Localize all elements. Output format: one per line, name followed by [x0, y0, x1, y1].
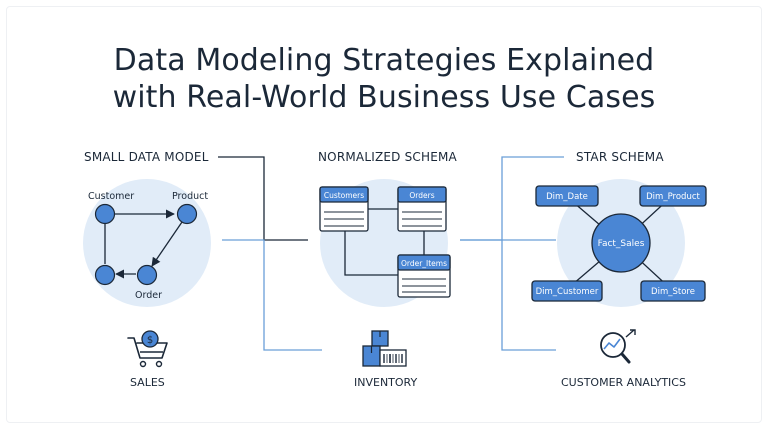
- small-data-model-diagram: Customer Product Order: [83, 179, 211, 307]
- table-label-order-items: Order_Items: [401, 259, 447, 268]
- table-order-items: Order_Items: [397, 254, 451, 298]
- fact-sales-node: [591, 213, 651, 273]
- dim-date-box: [535, 185, 599, 207]
- relation-customers-orderitems: [344, 231, 398, 276]
- use-case-label-customer-analytics: CUSTOMER ANALYTICS: [561, 376, 686, 389]
- node-label-order: Order: [135, 290, 162, 301]
- magnifier-chart-icon: [600, 329, 636, 364]
- svg-text:$: $: [147, 335, 153, 346]
- connector-lines: [218, 156, 564, 351]
- table-label-orders: Orders: [409, 191, 434, 200]
- diagram-frame: [6, 6, 762, 423]
- connector-small-to-inventory: [222, 239, 322, 351]
- node-label-customer: Customer: [88, 191, 134, 202]
- title-line-1: Data Modeling Strategies Explained: [113, 43, 655, 78]
- node-product: [176, 203, 198, 225]
- dim-date-label: Dim_Date: [546, 192, 588, 202]
- use-case-label-inventory: INVENTORY: [354, 376, 418, 389]
- section-title-small-data-model: SMALL DATA MODEL: [84, 150, 209, 164]
- section-title-star-schema: STAR SCHEMA: [576, 150, 664, 164]
- node-label-product: Product: [172, 191, 208, 202]
- connector-to-customer-analytics: [501, 240, 556, 351]
- edge-product-order: [151, 221, 183, 267]
- table-customers: Customers: [319, 186, 369, 232]
- dim-store-box: [640, 280, 706, 302]
- node-bottom-left: [94, 264, 116, 286]
- dim-store-label: Dim_Store: [651, 287, 695, 297]
- dim-product-label: Dim_Product: [646, 192, 700, 202]
- fact-sales-label: Fact_Sales: [598, 239, 645, 249]
- dim-customer-box: [531, 280, 603, 302]
- connector-small-to-normalized: [218, 156, 308, 241]
- table-orders: Orders: [397, 186, 447, 232]
- page-title: Data Modeling Strategies Explained with …: [0, 42, 768, 116]
- boxes-barcode-icon: [362, 330, 407, 367]
- node-order: [136, 264, 158, 286]
- section-title-normalized-schema: NORMALIZED SCHEMA: [318, 150, 457, 164]
- table-label-customers: Customers: [324, 191, 364, 200]
- shopping-cart-dollar-icon: $: [127, 330, 168, 368]
- title-line-2: with Real-World Business Use Cases: [112, 80, 656, 115]
- star-schema-diagram: Fact_Sales Dim_Date Dim_Product Dim_Cust…: [531, 179, 707, 307]
- dim-customer-label: Dim_Customer: [536, 287, 599, 297]
- node-customer: [94, 203, 116, 225]
- normalized-schema-diagram: Customers Orders Order_Items: [319, 179, 451, 307]
- dim-product-box: [639, 185, 707, 207]
- use-case-label-sales: SALES: [130, 376, 165, 389]
